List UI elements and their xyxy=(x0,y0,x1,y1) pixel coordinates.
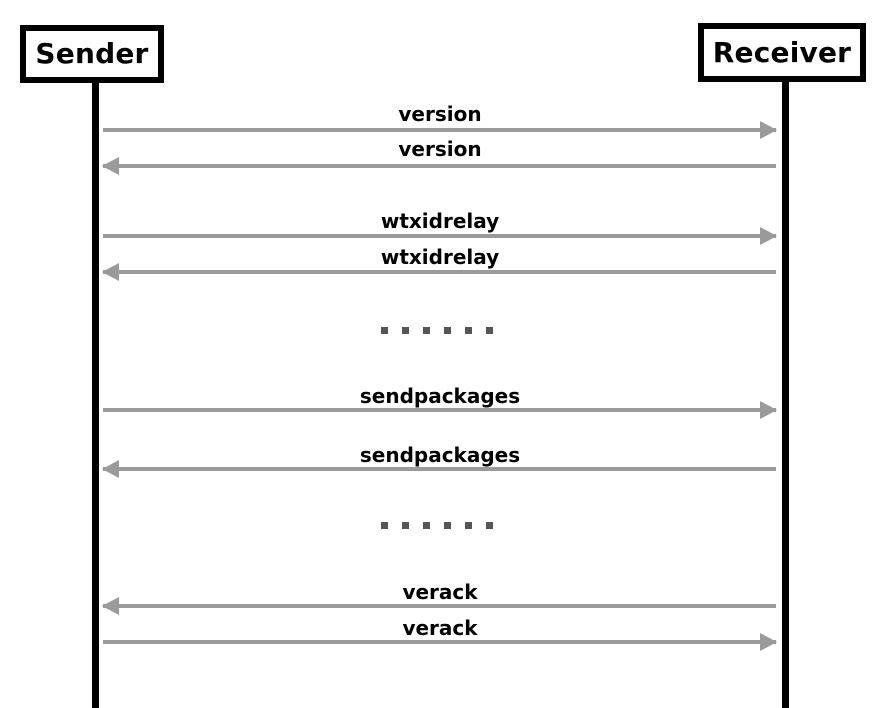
lifeline-receiver xyxy=(782,82,789,708)
arrowhead-left-icon xyxy=(102,157,119,175)
message-line xyxy=(103,408,776,412)
message-label: version xyxy=(398,137,482,161)
arrowhead-left-icon xyxy=(102,460,119,478)
arrowhead-right-icon xyxy=(760,401,777,419)
message-label: version xyxy=(398,102,482,126)
message-label: wtxidrelay xyxy=(380,245,500,269)
ellipsis-dot xyxy=(486,327,493,334)
message-line xyxy=(103,164,776,168)
ellipsis-dot xyxy=(465,522,472,529)
message-label: verack xyxy=(402,580,478,604)
ellipsis-dot xyxy=(465,327,472,334)
message-line xyxy=(103,467,776,471)
arrowhead-right-icon xyxy=(760,121,777,139)
ellipsis-dot xyxy=(423,327,430,334)
message-line xyxy=(103,640,776,644)
ellipsis-dot xyxy=(381,327,388,334)
message-line xyxy=(103,234,776,238)
ellipsis-upper xyxy=(381,327,493,334)
arrowhead-left-icon xyxy=(102,263,119,281)
arrowhead-right-icon xyxy=(760,633,777,651)
ellipsis-dot xyxy=(381,522,388,529)
participant-label-sender: Sender xyxy=(35,37,149,70)
ellipsis-lower xyxy=(381,522,493,529)
participant-label-receiver: Receiver xyxy=(712,35,852,69)
message-label: wtxidrelay xyxy=(380,209,500,233)
ellipsis-dot xyxy=(402,327,409,334)
participant-box-sender[interactable]: Sender xyxy=(20,25,164,83)
ellipsis-dot xyxy=(486,522,493,529)
participant-box-receiver[interactable]: Receiver xyxy=(698,23,866,82)
ellipsis-dot xyxy=(444,522,451,529)
arrowhead-right-icon xyxy=(760,227,777,245)
ellipsis-dot xyxy=(444,327,451,334)
ellipsis-dot xyxy=(423,522,430,529)
message-line xyxy=(103,128,776,132)
message-line xyxy=(103,604,776,608)
ellipsis-dot xyxy=(402,522,409,529)
lifeline-sender xyxy=(92,83,99,708)
message-label: verack xyxy=(402,616,478,640)
message-label: sendpackages xyxy=(359,443,521,467)
message-line xyxy=(103,270,776,274)
arrowhead-left-icon xyxy=(102,597,119,615)
message-label: sendpackages xyxy=(359,384,521,408)
